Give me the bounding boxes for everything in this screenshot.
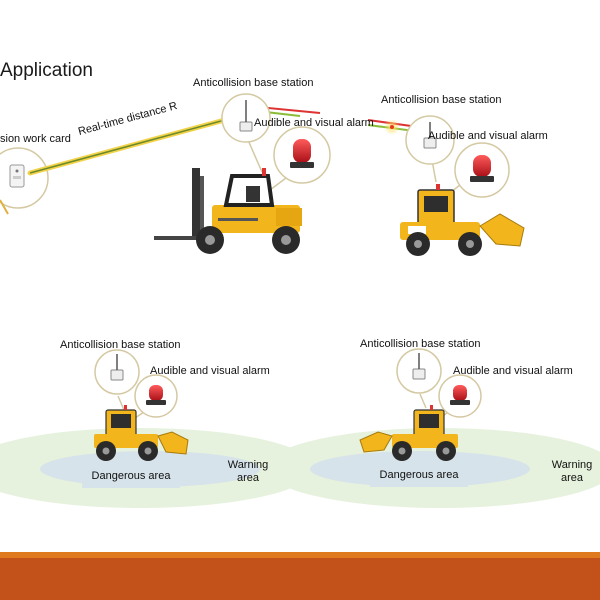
loader-alarm-label: Audible and visual alarm [428, 130, 548, 142]
forklift-icon [154, 168, 302, 254]
loader-station-callout [405, 115, 455, 183]
work-card-label: sion work card [0, 133, 71, 145]
br-alarm-callout [437, 374, 482, 421]
bl-alarm-label: Audible and visual alarm [150, 365, 270, 377]
br-loader-icon [359, 405, 458, 461]
bl-danger-label: Dangerous area [82, 464, 180, 488]
page-title: Application [0, 60, 93, 81]
forklift-station-callout [221, 93, 271, 173]
bl-alarm-callout [131, 374, 178, 421]
forklift-alarm-callout [269, 126, 331, 191]
br-warning-line2: area [560, 472, 584, 484]
loader-alarm-callout [445, 142, 510, 198]
forklift-alarm-label: Audible and visual alarm [254, 117, 374, 129]
br-station-callout [396, 348, 442, 409]
bl-warning-line2: area [236, 472, 260, 484]
br-danger-label: Dangerous area [370, 463, 468, 487]
bl-base-station-label: Anticollision base station [60, 339, 181, 351]
loader-base-station-label: Anticollision base station [381, 94, 502, 106]
forklift-base-station-label: Anticollision base station [193, 77, 314, 89]
footer-stripe [0, 552, 600, 558]
footer-band [0, 558, 600, 600]
br-base-station-label: Anticollision base station [360, 338, 481, 350]
bl-loader-icon [94, 405, 189, 461]
br-warning-line1: Warning [551, 459, 593, 471]
bl-warning-line1: Warning [227, 459, 269, 471]
work-card-callout [0, 147, 49, 209]
work-card-tag-icon [0, 199, 9, 215]
bl-station-callout [94, 349, 140, 411]
loader-top-icon [400, 184, 525, 256]
bl-warning-label: Warning area [222, 459, 274, 485]
br-alarm-label: Audible and visual alarm [453, 365, 573, 377]
br-warning-label: Warning area [546, 459, 598, 485]
